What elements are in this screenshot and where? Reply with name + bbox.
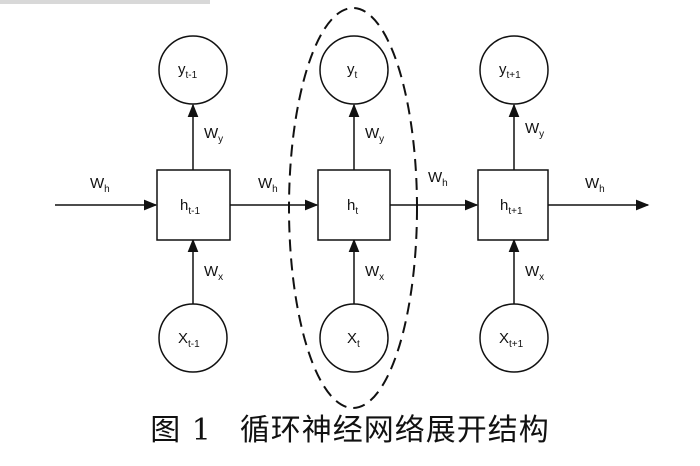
hidden-box-3 <box>477 169 549 241</box>
weight-y-label-1: Wy <box>204 125 223 145</box>
weight-x-label-1: Wx <box>204 263 223 283</box>
output-label-1: yt-1 <box>178 61 198 81</box>
input-circle-1 <box>158 303 228 373</box>
input-circle-2 <box>319 303 389 373</box>
output-label-3: yt+1 <box>499 61 521 81</box>
output-circle-1 <box>158 35 228 105</box>
hidden-label-1: ht-1 <box>180 197 200 217</box>
input-circle-3 <box>479 303 549 373</box>
figure-number: 图 1 <box>150 413 212 448</box>
input-label-2: Xt <box>347 330 360 350</box>
weight-h-label-4: Wh <box>585 175 605 195</box>
input-label-1: Xt-1 <box>178 330 200 350</box>
hidden-box-2 <box>317 169 391 241</box>
weight-y-label-3: Wy <box>525 120 544 140</box>
cropped-header-strip <box>0 0 210 4</box>
figure-caption: 图 1 循环神经网络展开结构 <box>0 405 700 449</box>
figure-title: 循环神经网络展开结构 <box>239 413 550 448</box>
hidden-label-3: ht+1 <box>500 197 523 217</box>
weight-h-label-3: Wh <box>428 169 448 189</box>
weight-x-label-2: Wx <box>365 263 384 283</box>
hidden-box-1 <box>156 169 231 241</box>
current-step-highlight <box>288 7 418 409</box>
weight-h-label-2: Wh <box>258 175 278 195</box>
weight-h-label-1: Wh <box>90 175 110 195</box>
weight-x-label-3: Wx <box>525 263 544 283</box>
weight-y-label-2: Wy <box>365 125 384 145</box>
output-circle-3 <box>479 35 549 105</box>
input-label-3: Xt+1 <box>499 330 524 350</box>
hidden-label-2: ht <box>347 197 358 217</box>
output-label-2: yt <box>347 61 358 81</box>
output-circle-2 <box>319 35 389 105</box>
